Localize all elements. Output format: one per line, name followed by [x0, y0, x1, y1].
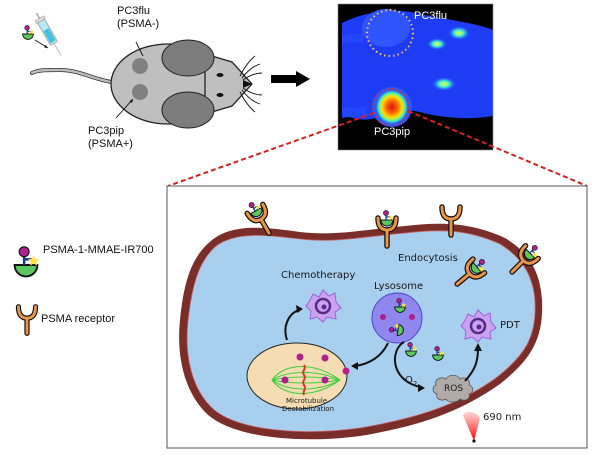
mouse-illustration: [22, 12, 263, 129]
oxygen-symbol: O: [405, 375, 413, 386]
pc3flu-label: PC3flu (PSMA-): [117, 5, 159, 31]
label-lysosome: Lysosome: [374, 281, 424, 292]
pc3flu-status: (PSMA-): [117, 18, 160, 30]
label-ros: ROS: [444, 384, 464, 394]
pc3flu-region-marker: [366, 9, 414, 57]
process-arrow: [271, 71, 310, 87]
label-690nm: 690 nm: [483, 412, 522, 423]
pc3flu-name: PC3flu: [117, 5, 151, 17]
mouse-ear-top: [161, 39, 215, 77]
legend-label-conjugate: PSMA-1-MMAE-IR700: [43, 244, 154, 256]
fluorescence-image: [337, 3, 494, 151]
zoom-connector-lines: [167, 110, 588, 187]
label-endocytosis: Endocytosis: [398, 253, 458, 264]
label-chemotherapy: Chemotherapy: [281, 270, 356, 281]
ros-cloud: [432, 374, 474, 403]
pc3pip-name: PC3pip: [88, 125, 125, 137]
image-label-pc3pip: PC3pip: [374, 126, 411, 138]
apoptotic-cell-chemo: [305, 289, 342, 323]
label-oxygen: O2: [405, 375, 417, 388]
injected-conjugate-icon: [22, 24, 35, 40]
label-pdt: PDT: [500, 320, 520, 331]
legend-icon-receptor: [18, 307, 35, 334]
pc3pip-region-marker: [372, 88, 410, 126]
tumor-pc3pip: [132, 84, 148, 100]
oxygen-subscript: 2: [412, 380, 418, 388]
cell-panel: [166, 185, 588, 449]
apoptotic-cell-pdt: [460, 309, 497, 343]
lysosome: [371, 292, 423, 344]
pc3pip-status: (PSMA+): [88, 138, 133, 150]
laser-beam: [463, 411, 480, 441]
label-microtubule: Microtubule: [286, 397, 328, 405]
legend-icon-conjugate: [13, 245, 41, 278]
label-destabilization: Destabilization: [282, 405, 335, 413]
legend-label-receptor: PSMA receptor: [41, 313, 115, 325]
image-label-pc3flu: PC3flu: [414, 10, 448, 22]
tumor-pc3flu: [132, 58, 148, 74]
mouse-ear-bottom: [161, 91, 215, 129]
pc3pip-label: PC3pip (PSMA+): [88, 125, 133, 151]
syringe-icon: [34, 12, 62, 56]
